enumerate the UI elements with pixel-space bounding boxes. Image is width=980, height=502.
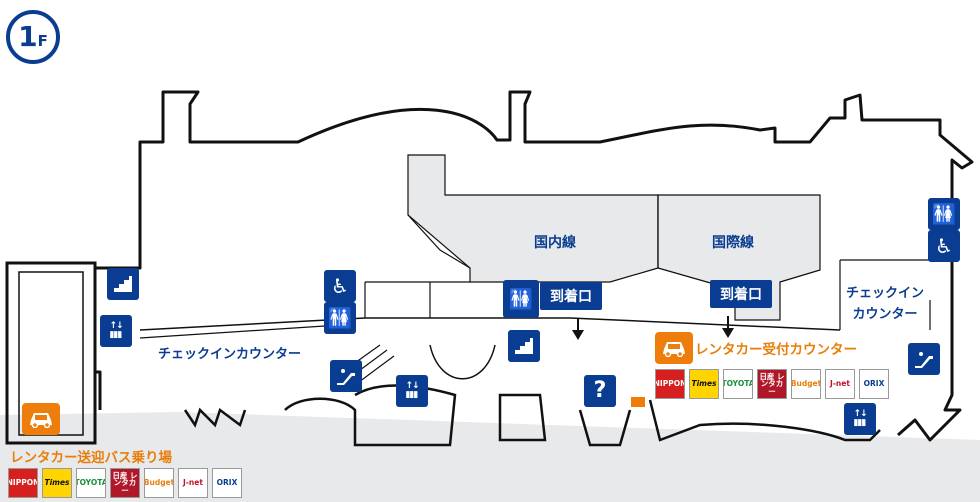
international-arrival-sign: 到着口 bbox=[710, 280, 772, 308]
stairs-icon bbox=[107, 268, 139, 300]
rental-counter-strip bbox=[631, 397, 645, 407]
domestic-hall bbox=[407, 154, 659, 283]
escalator-icon bbox=[908, 343, 940, 375]
floor-suffix: F bbox=[37, 32, 48, 50]
elevator-icon: ↑↓▮▮▮ bbox=[396, 375, 428, 407]
restroom-icon: 🚻 bbox=[503, 280, 539, 318]
information-symbol: ? bbox=[593, 378, 607, 403]
logo-times: Times bbox=[42, 468, 72, 498]
logo-times: Times bbox=[689, 369, 719, 399]
floor-badge: 1 F bbox=[6, 10, 60, 64]
car-icon bbox=[22, 403, 60, 435]
international-hall bbox=[657, 194, 821, 321]
checkin-counter-right-label: チェックイン カウンター bbox=[846, 282, 924, 322]
rental-logos-shuttle: NIPPON Times TOYOTA 日産 レンタカー Budget J-ne… bbox=[8, 468, 242, 498]
ground-area bbox=[0, 412, 980, 502]
logo-budget: Budget bbox=[144, 468, 174, 498]
car-icon bbox=[655, 332, 693, 364]
international-area-label: 国際線 bbox=[712, 235, 754, 251]
logo-nippon: NIPPON bbox=[655, 369, 685, 399]
escalator-icon bbox=[330, 360, 362, 392]
logo-orix: ORIX bbox=[859, 369, 889, 399]
checkin-counter-right-line1: チェックイン bbox=[846, 286, 925, 301]
wheelchair-icon: ♿ bbox=[324, 270, 356, 302]
elevator-icon: ↑↓▮▮▮ bbox=[844, 403, 876, 435]
domestic-area-label: 国内線 bbox=[534, 235, 576, 251]
logo-orix: ORIX bbox=[212, 468, 242, 498]
rental-car-shuttle-label: レンタカー送迎バス乗り場 bbox=[10, 450, 172, 466]
logo-nissan: 日産 レンタカー bbox=[757, 369, 787, 399]
information-icon[interactable]: ? bbox=[584, 375, 616, 407]
domestic-arrival-arrow bbox=[572, 318, 584, 340]
logo-nippon: NIPPON bbox=[8, 468, 38, 498]
stairs-icon bbox=[508, 330, 540, 362]
terminal-outline bbox=[93, 90, 974, 442]
international-arrival-arrow bbox=[722, 316, 734, 338]
wheelchair-icon: ♿ bbox=[928, 230, 960, 262]
logo-jnet: J-net bbox=[178, 468, 208, 498]
rental-logos-reception: NIPPON Times TOYOTA 日産 レンタカー Budget J-ne… bbox=[655, 369, 889, 399]
logo-jnet: J-net bbox=[825, 369, 855, 399]
logo-budget: Budget bbox=[791, 369, 821, 399]
logo-toyota: TOYOTA bbox=[723, 369, 753, 399]
restroom-icon: 🚻 bbox=[928, 198, 960, 230]
checkin-counter-left-label: チェックインカウンター bbox=[158, 347, 302, 362]
logo-nissan: 日産 レンタカー bbox=[110, 468, 140, 498]
restroom-icon: 🚻 bbox=[324, 302, 356, 334]
domestic-arrival-sign: 到着口 bbox=[540, 282, 602, 310]
elevator-icon: ↑↓▮▮▮ bbox=[100, 315, 132, 347]
rental-car-reception-label: レンタカー受付カウンター bbox=[695, 342, 857, 358]
logo-toyota: TOYOTA bbox=[76, 468, 106, 498]
checkin-counter-right-line2: カウンター bbox=[852, 307, 918, 322]
floor-number: 1 bbox=[18, 20, 38, 53]
